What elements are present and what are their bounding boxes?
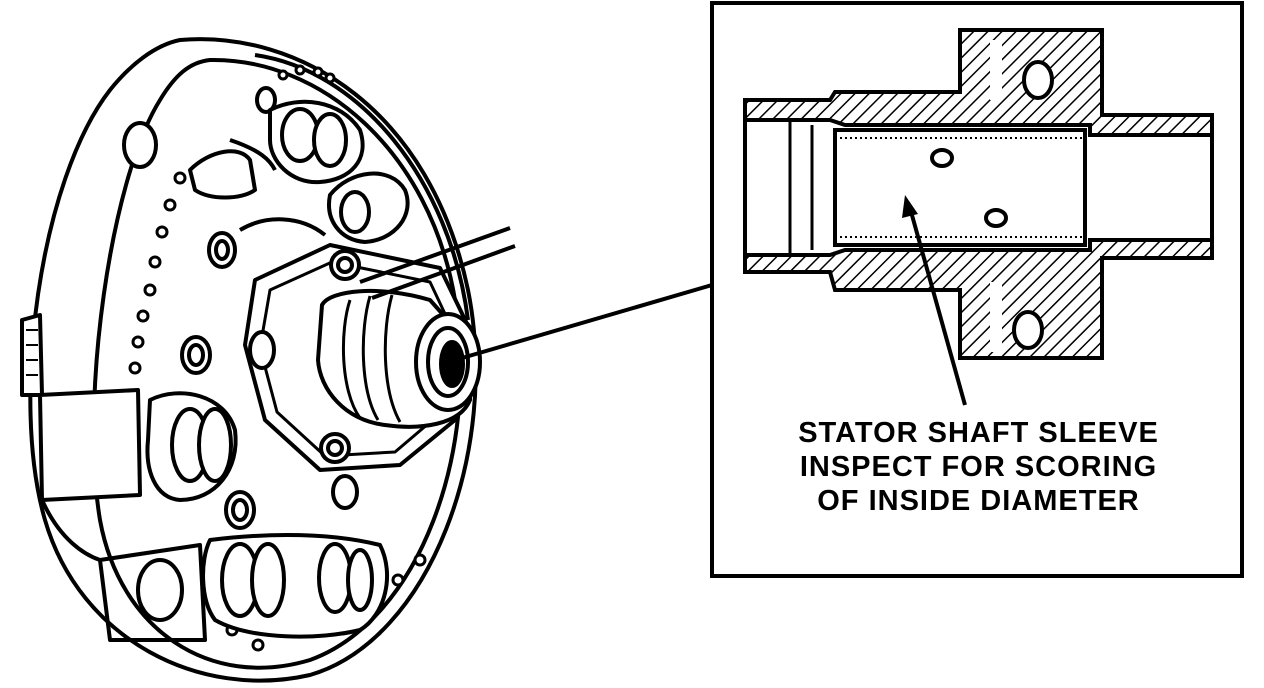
stator-shaft-sleeve [316, 289, 482, 429]
pointer-rod [359, 226, 511, 284]
caption-line-3: OF INSIDE DIAMETER [817, 485, 1140, 517]
caption-arrow [908, 207, 967, 406]
sleeve-cross-section [743, 28, 1214, 360]
oil-pump-drawing [20, 37, 482, 683]
callout-leader-line [461, 283, 713, 360]
gear-teeth [20, 313, 44, 397]
caption-line-1: STATOR SHAFT SLEEVE [798, 417, 1159, 449]
rim-holes [128, 64, 427, 652]
caption-line-2: INSPECT FOR SCORING [799, 451, 1158, 483]
sleeve-bushing [833, 128, 1087, 247]
pump-boss [38, 388, 142, 502]
